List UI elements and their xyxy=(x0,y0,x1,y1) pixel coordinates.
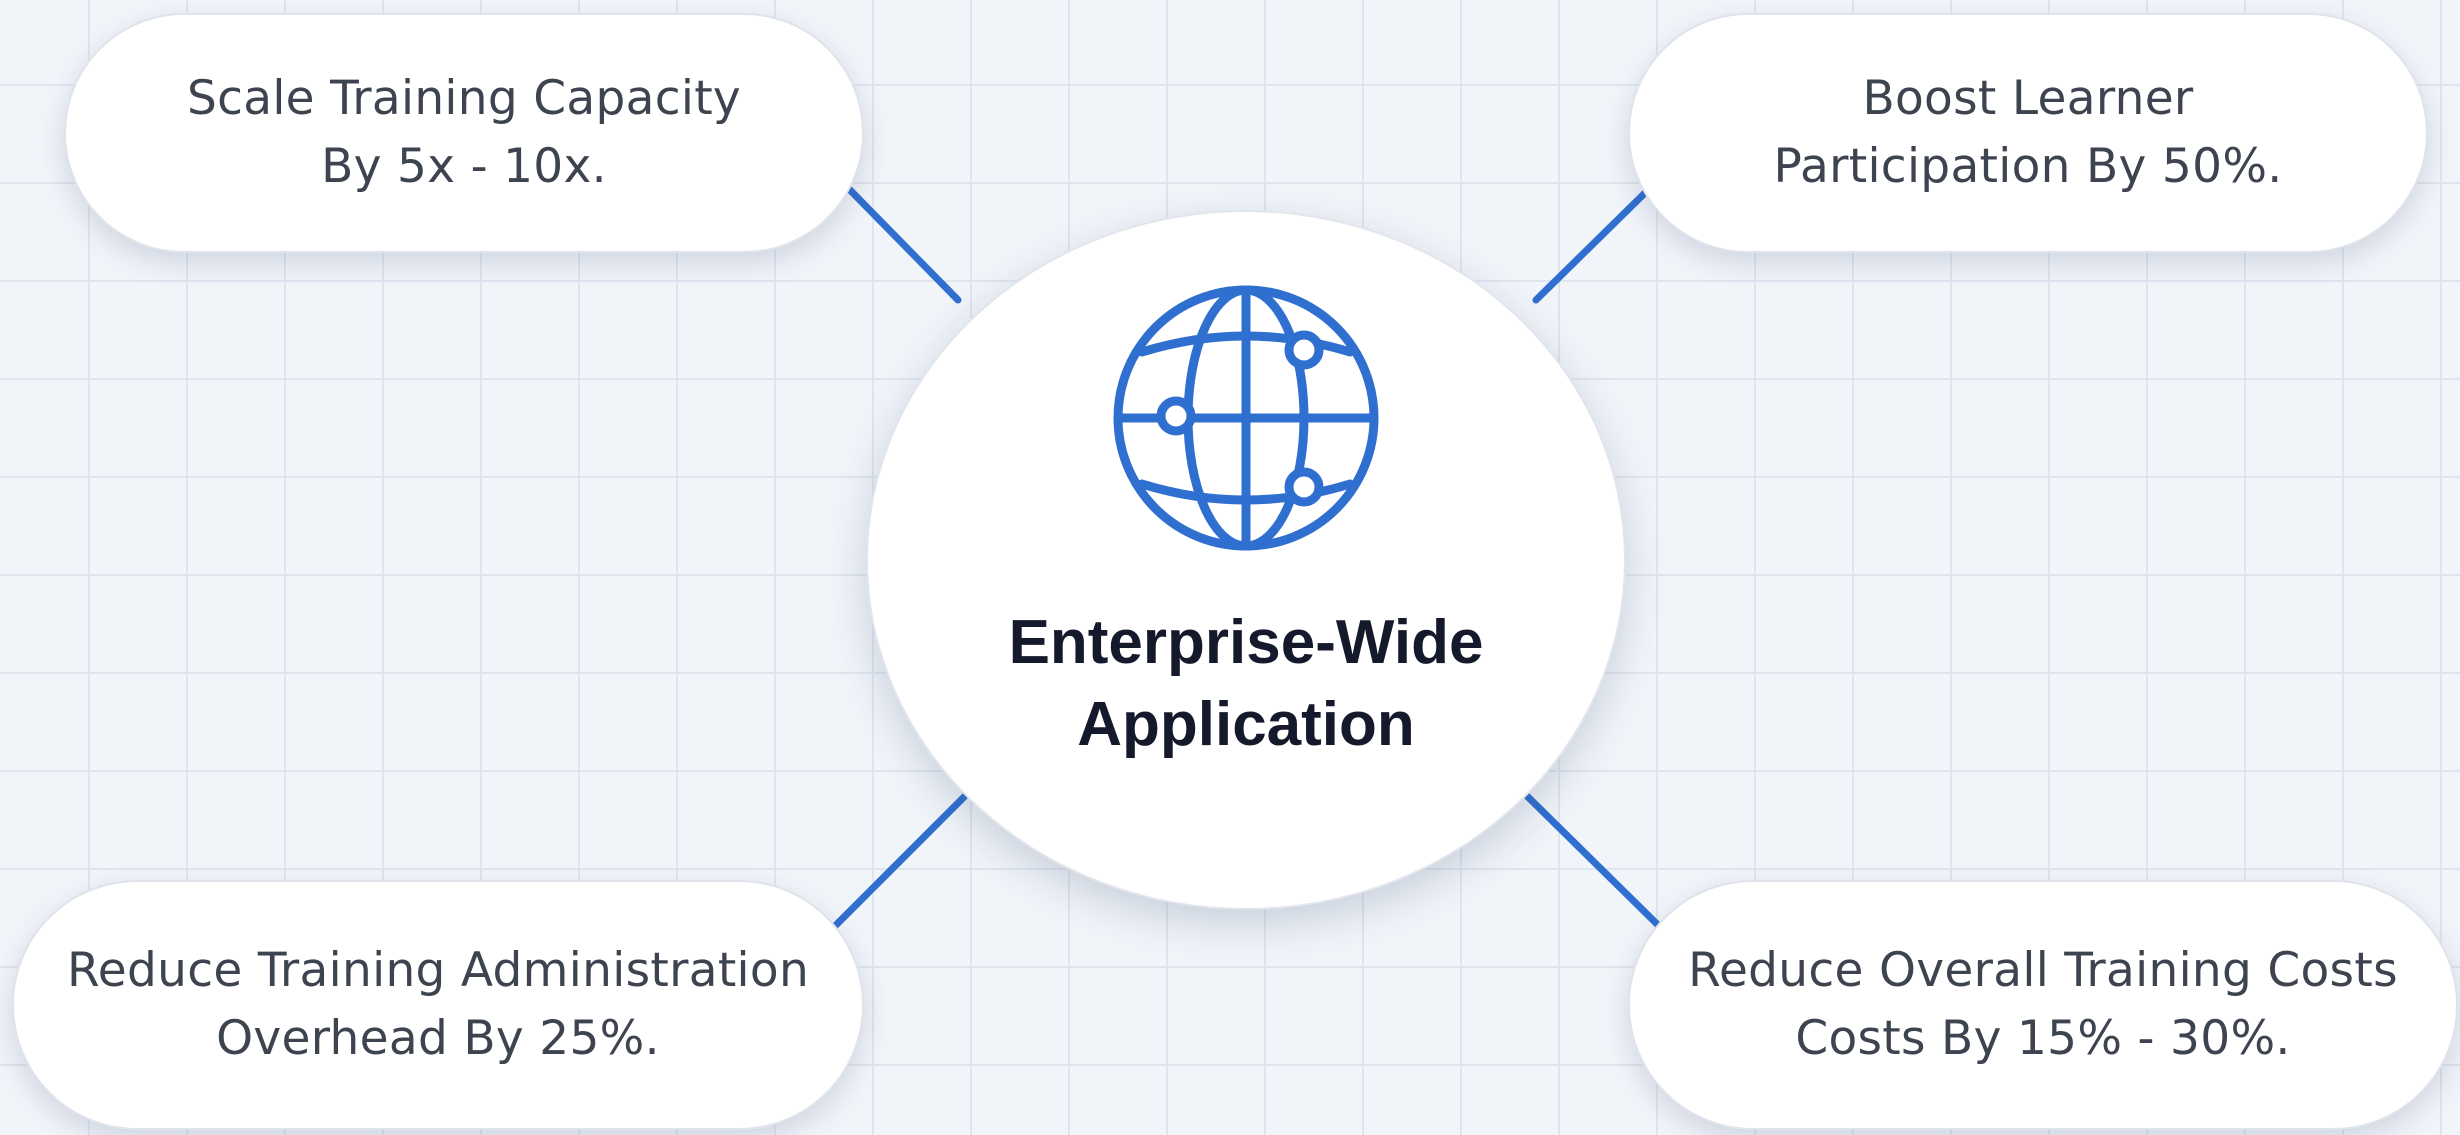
goal-text-line-2: By 5x - 10x. xyxy=(321,139,607,194)
center-title-line-2: Application xyxy=(1077,690,1415,759)
goal-node-top-left: Scale Training Capacity By 5x - 10x. xyxy=(64,13,864,253)
connector-top-right xyxy=(1532,186,1652,304)
globe-network-icon xyxy=(1113,285,1379,551)
goal-node-top-right: Boost Learner Participation By 50%. xyxy=(1628,13,2428,253)
center-title: Enterprise-Wide Application xyxy=(866,602,1626,766)
goal-text-line-2: Costs By 15% - 30%. xyxy=(1795,1011,2291,1066)
goal-node-bottom-left: Reduce Training Administration Overhead … xyxy=(12,880,864,1130)
goal-node-bottom-right: Reduce Overall Training Costs Costs By 1… xyxy=(1628,880,2458,1130)
goal-text-line-2: Overhead By 25%. xyxy=(216,1011,660,1066)
connector-bottom-left xyxy=(832,791,970,929)
goal-text-line-1: Reduce Training Administration xyxy=(66,943,810,998)
center-title-line-1: Enterprise-Wide xyxy=(1008,608,1484,677)
connector-bottom-right xyxy=(1522,791,1662,929)
connector-top-left xyxy=(846,186,962,304)
goal-text-line-1: Boost Learner xyxy=(1862,71,2194,126)
goal-text-line-2: Participation By 50%. xyxy=(1773,139,2283,194)
goal-text-line-1: Reduce Overall Training Costs xyxy=(1688,943,2398,998)
goal-text-line-1: Scale Training Capacity xyxy=(186,71,742,126)
